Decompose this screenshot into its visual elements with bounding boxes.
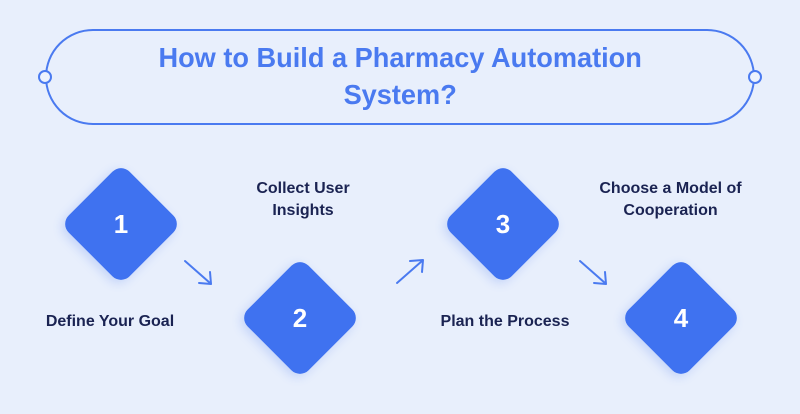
step-1-diamond [60,163,182,285]
arrow-step1-to-step2-icon [183,258,217,293]
banner-left-node-icon [38,70,52,84]
step-1-label: Define Your Goal [45,313,175,330]
step-4-diamond [620,257,742,379]
title-line-1: How to Build a Pharmacy Automation [158,42,642,74]
step-4-label: Choose a Model of Cooperation [573,178,768,221]
step-4-label-line-2: Cooperation [623,201,718,219]
step-2-label-line-1: Collect User [256,180,350,197]
step-2-label: Collect User Insights [228,178,378,221]
banner-right-node-icon [748,70,762,84]
step-2-diamond [239,257,361,379]
step-4-label-line-1: Choose a Model of [599,180,742,197]
step-3-label: Plan the Process [440,313,570,330]
arrow-step2-to-step3-icon [395,257,429,292]
title-banner: How to Build a Pharmacy Automation Syste… [45,29,755,125]
page-title: How to Build a Pharmacy Automation Syste… [158,40,641,114]
arrow-step3-to-step4-icon [578,258,612,293]
title-line-2: System? [343,79,457,110]
step-2-label-line-2: Insights [272,201,334,219]
step-3-diamond [442,163,564,285]
